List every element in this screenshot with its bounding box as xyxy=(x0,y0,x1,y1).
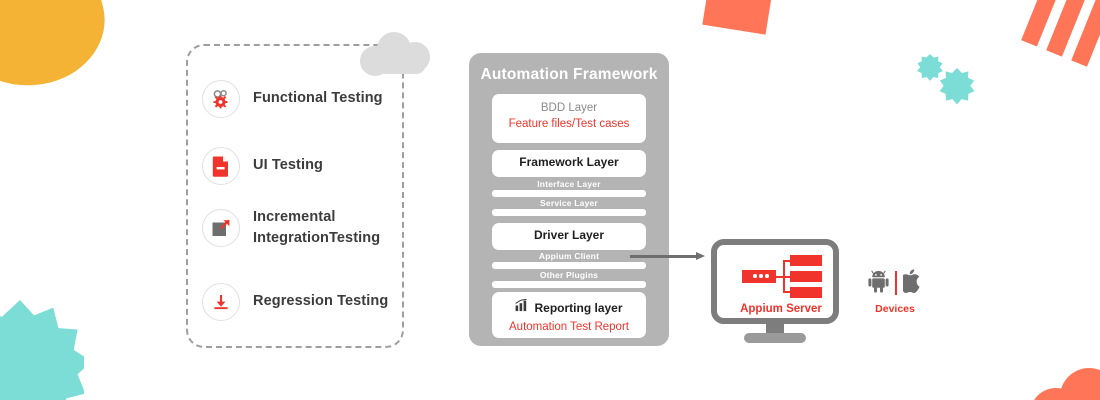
yellow-blob-decoration xyxy=(0,0,118,102)
framework-title: Automation Framework xyxy=(480,66,658,83)
layer-heading: BDD Layer xyxy=(540,102,598,114)
sub-layer-service: Service Layer xyxy=(540,198,598,208)
sub-layer-bar xyxy=(492,262,646,269)
android-icon xyxy=(867,269,889,298)
testing-type-ui[interactable]: UI Testing xyxy=(202,147,402,185)
testing-type-label: UI Testing xyxy=(253,157,324,174)
server-node-icon xyxy=(742,255,822,299)
framework-layer-reporting[interactable]: Reporting layer Automation Test Report xyxy=(492,292,646,338)
sub-layer-interface: Interface Layer xyxy=(537,179,601,189)
apple-icon xyxy=(899,268,923,298)
appium-server-label: Appium Server xyxy=(740,303,822,315)
sub-layer-other-plugins: Other Plugins xyxy=(539,270,599,280)
document-icon xyxy=(202,147,240,185)
arrow-right-icon xyxy=(630,252,708,261)
sub-layer-bar xyxy=(492,209,646,216)
testing-type-label: Regression Testing xyxy=(253,293,389,310)
appium-server-monitor[interactable]: Appium Server xyxy=(711,239,839,347)
devices-group[interactable]: Devices xyxy=(866,268,924,315)
bar-chart-icon xyxy=(515,298,528,317)
coral-stripes-decoration xyxy=(1021,0,1100,81)
teal-starburst-decoration-bottom-left xyxy=(0,300,84,400)
devices-label: Devices xyxy=(875,303,915,315)
sub-layer-bar xyxy=(492,281,646,288)
monitor-stand-base xyxy=(744,333,806,343)
testing-type-functional[interactable]: Functional Testing xyxy=(202,80,402,118)
teal-starburst-decoration-small xyxy=(917,54,943,81)
monitor-stand-neck xyxy=(766,324,784,335)
gears-icon xyxy=(202,80,240,118)
device-divider xyxy=(894,271,897,295)
testing-type-label: Incremental IntegrationTesting xyxy=(253,209,381,247)
download-arrow-icon xyxy=(202,283,240,321)
testing-type-incremental-integration[interactable]: Incremental IntegrationTesting xyxy=(202,207,402,249)
layer-subtext: Feature files/Test cases xyxy=(508,118,630,130)
teal-starburst-decoration-large xyxy=(939,68,975,105)
layer-subtext: Automation Test Report xyxy=(509,321,629,333)
coral-cloud-decoration xyxy=(1030,362,1100,400)
framework-layer-bdd[interactable]: BDD Layer Feature files/Test cases xyxy=(492,94,646,143)
layer-heading: Framework Layer xyxy=(519,155,619,169)
layer-heading: Driver Layer xyxy=(533,228,605,242)
monitor-screen: Appium Server xyxy=(711,239,839,324)
cloud-icon xyxy=(360,32,430,76)
expand-arrow-icon xyxy=(202,209,240,248)
testing-types-panel xyxy=(186,44,404,348)
framework-layer-driver[interactable]: Driver Layer xyxy=(492,223,646,250)
sub-layer-appium-client: Appium Client xyxy=(538,251,600,261)
testing-type-label: Functional Testing xyxy=(253,90,383,107)
coral-rectangle-decoration xyxy=(702,0,774,35)
framework-layer-framework[interactable]: Framework Layer xyxy=(492,150,646,177)
sub-layer-bar xyxy=(492,190,646,197)
layer-heading: Reporting layer xyxy=(534,301,623,315)
testing-type-regression[interactable]: Regression Testing xyxy=(202,283,402,321)
